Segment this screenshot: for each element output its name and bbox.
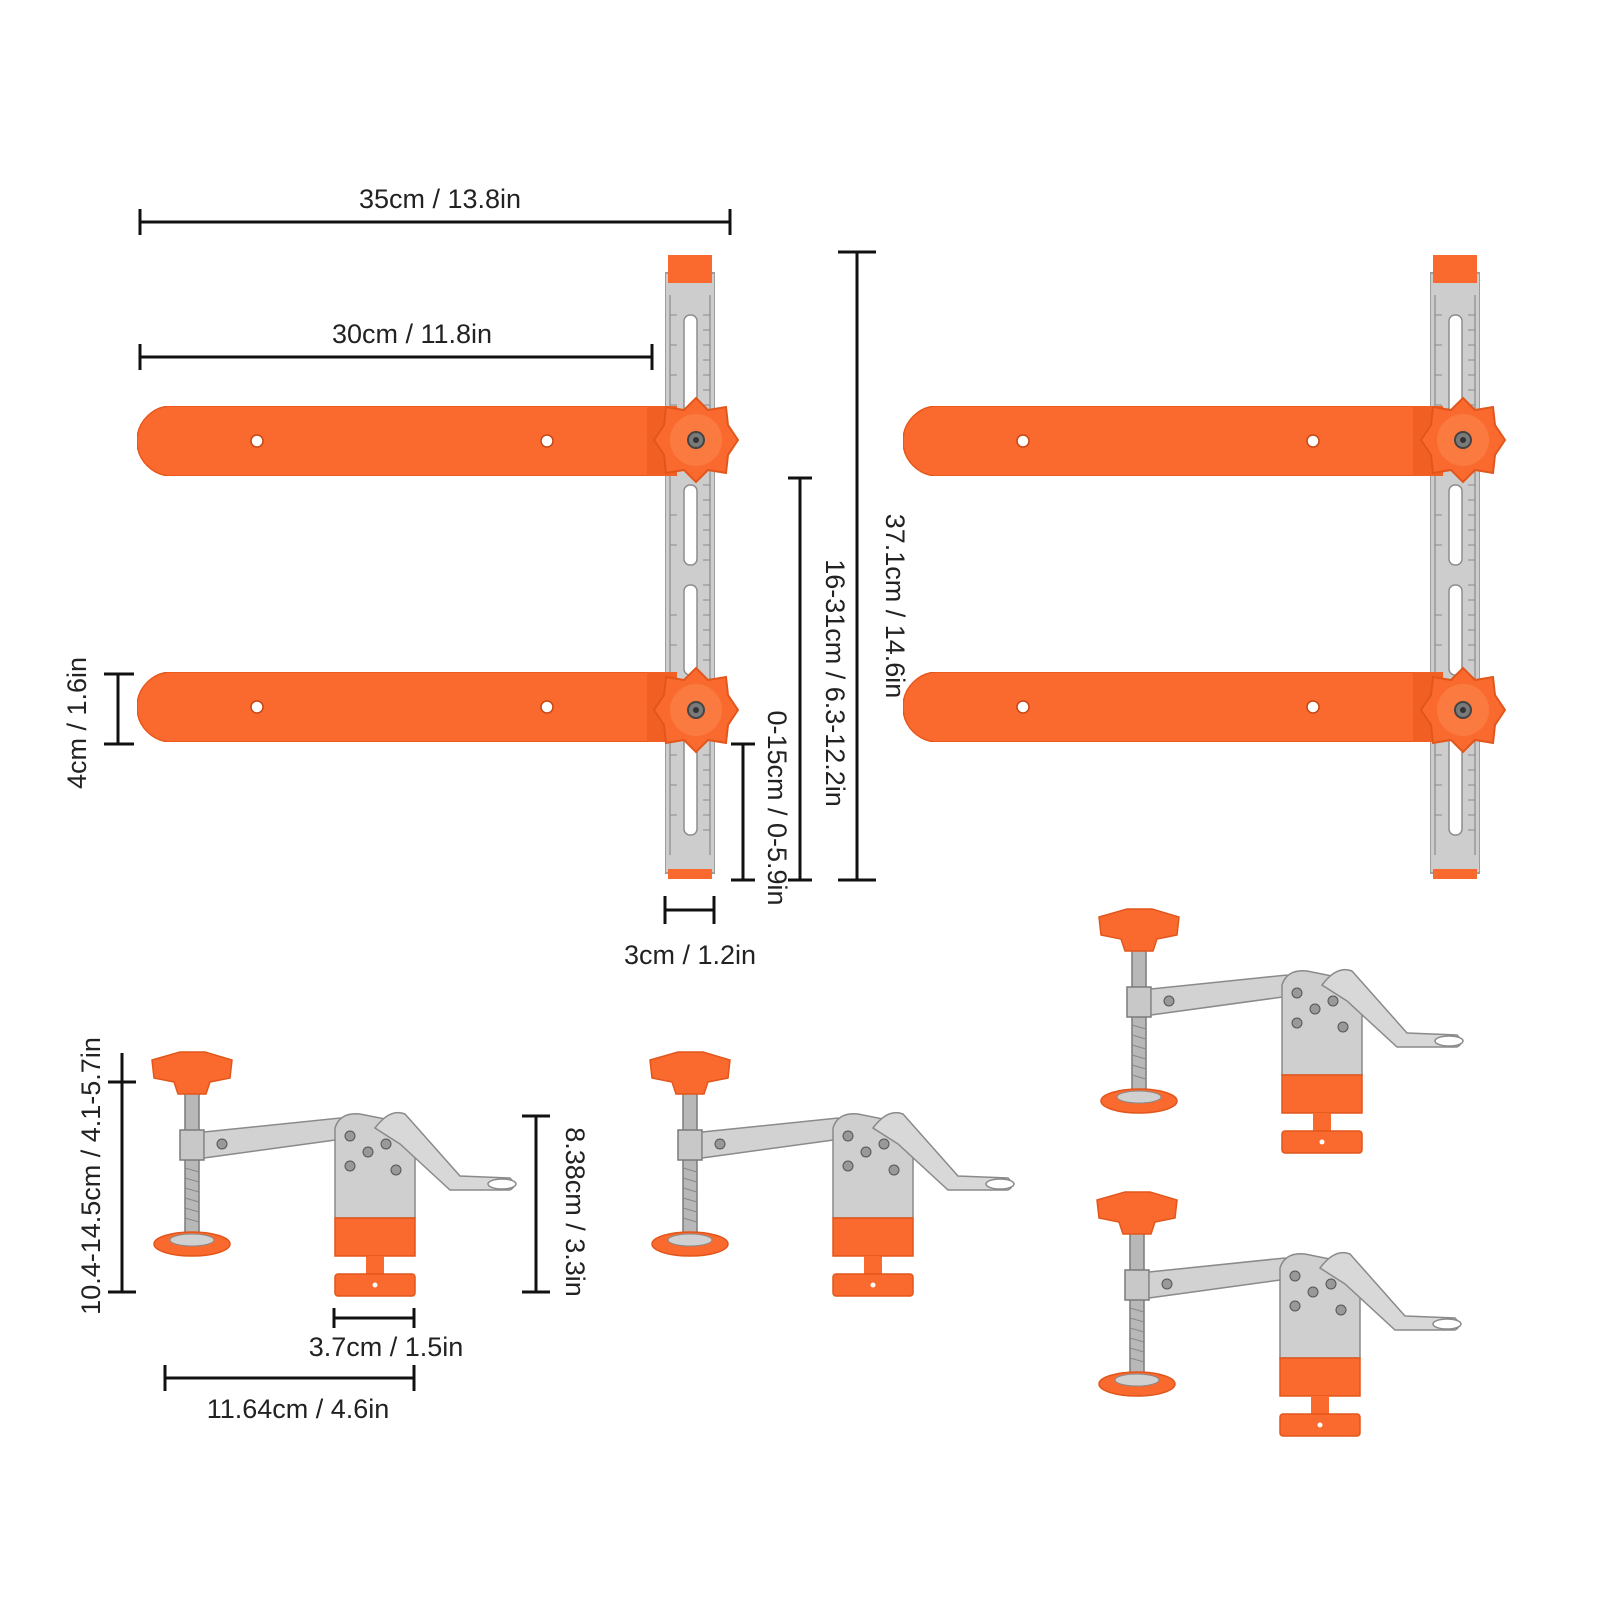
arm-right-bottom	[903, 672, 1443, 742]
dimension-lines	[104, 209, 876, 1391]
label-bottom-offset: 0-15cm / 0-5.9in	[762, 710, 792, 905]
label-overall-height: 37.1cm / 14.6in	[880, 514, 910, 699]
label-arm-width: 4cm / 1.6in	[62, 657, 92, 789]
label-overall-width: 35cm / 13.8in	[359, 184, 521, 214]
star-knob-icon	[653, 397, 739, 483]
toggle-clamp-3	[1098, 908, 1464, 1154]
toggle-clamp-4	[1096, 1191, 1462, 1437]
arm-left-top	[137, 406, 677, 476]
star-knob-icon	[1420, 397, 1506, 483]
label-arm-length: 30cm / 11.8in	[332, 319, 492, 349]
arm-right-top	[903, 406, 1443, 476]
star-knob-icon	[1420, 667, 1506, 753]
star-knob-icon	[653, 667, 739, 753]
rail-left	[665, 255, 715, 880]
label-clamp-length: 11.64cm / 4.6in	[207, 1394, 390, 1424]
label-arm-spacing: 16-31cm / 6.3-12.2in	[820, 559, 850, 807]
label-clamp-height: 10.4-14.5cm / 4.1-5.7in	[76, 1037, 106, 1315]
dimension-labels: 35cm / 13.8in 30cm / 11.8in 4cm / 1.6in …	[62, 184, 910, 1424]
rail-right	[1430, 255, 1480, 880]
label-rail-width: 3cm / 1.2in	[624, 940, 756, 970]
toggle-clamp-2	[649, 1051, 1015, 1297]
label-clamp-body-height: 8.38cm / 3.3in	[560, 1127, 590, 1297]
arm-left-bottom	[137, 672, 677, 742]
cabinet-jig-right	[903, 255, 1506, 880]
toggle-clamp-1	[151, 1051, 517, 1297]
label-clamp-foot-width: 3.7cm / 1.5in	[309, 1332, 464, 1362]
